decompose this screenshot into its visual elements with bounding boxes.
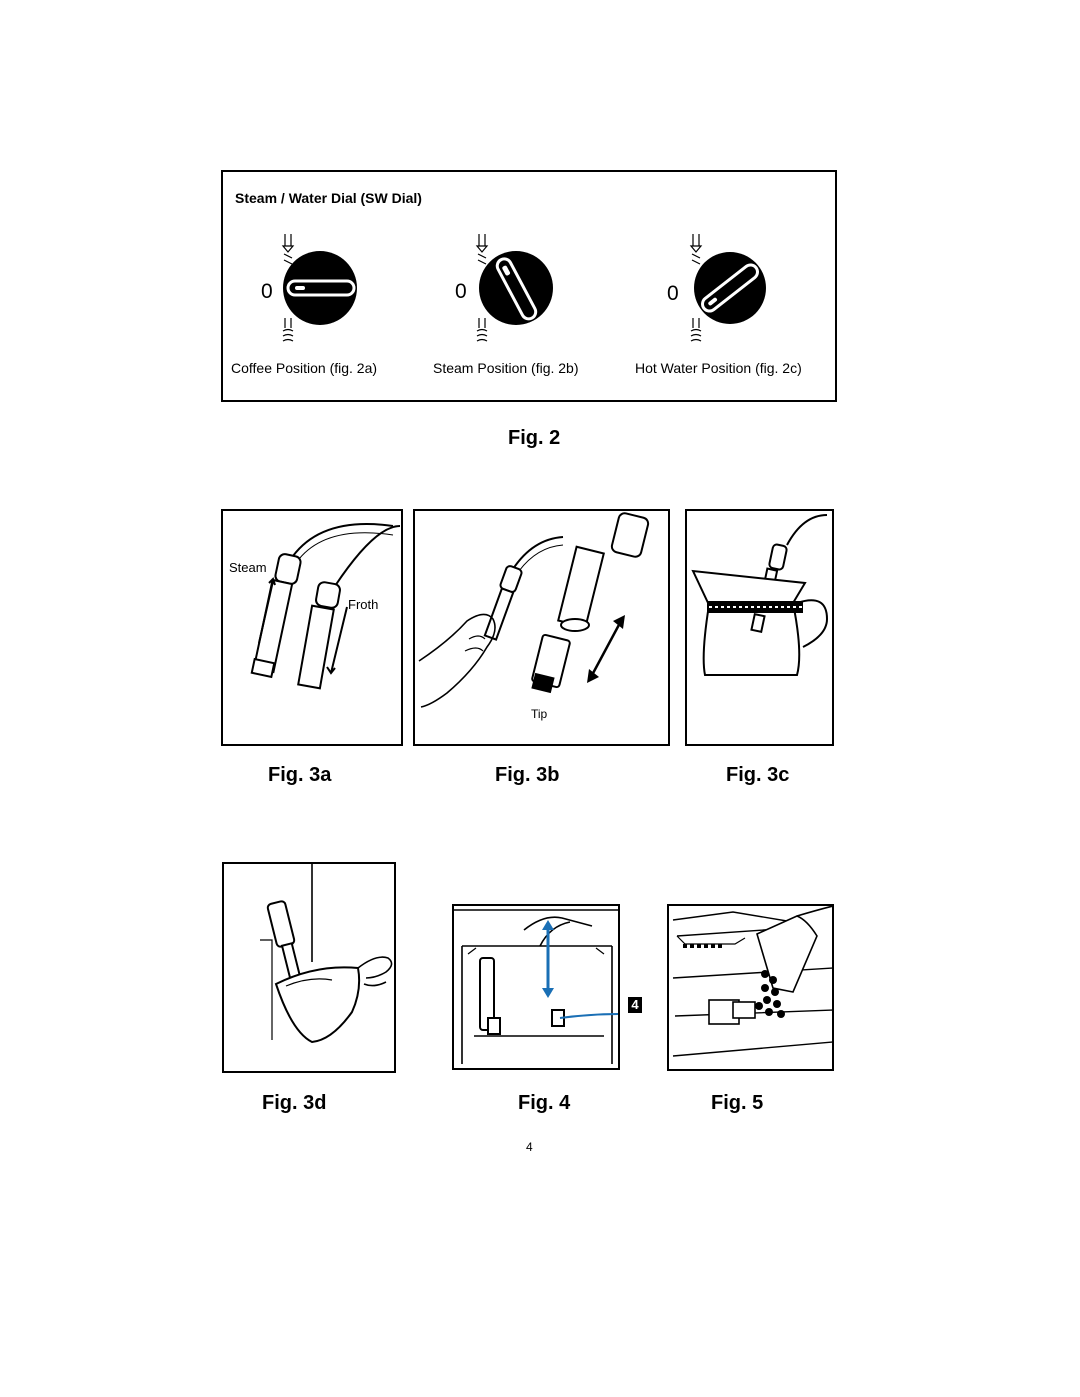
fig-4-caption: Fig. 4 bbox=[518, 1092, 571, 1114]
bean-hopper-illustration bbox=[672, 906, 832, 1057]
dial-zero-mark: 0 bbox=[261, 280, 273, 303]
dial-box-title: Steam / Water Dial (SW Dial) bbox=[235, 190, 422, 206]
dial-zero-mark: 0 bbox=[667, 282, 679, 305]
coffee-dial-icon bbox=[281, 234, 357, 342]
fig-3b-panel: Tip bbox=[413, 509, 670, 746]
fig-5-panel bbox=[667, 904, 834, 1071]
dial-diagram-box: Steam / Water Dial (SW Dial) 0 Coffee Po… bbox=[221, 170, 837, 402]
fig-3b-caption: Fig. 3b bbox=[495, 764, 560, 786]
fig-3a-caption: Fig. 3a bbox=[268, 764, 332, 786]
froth-label: Froth bbox=[348, 597, 379, 612]
fig-3d-panel bbox=[222, 862, 396, 1073]
water-tank-illustration bbox=[454, 909, 618, 1064]
steam-position-caption: Steam Position (fig. 2b) bbox=[433, 360, 579, 376]
steam-wand-illustration bbox=[250, 523, 401, 690]
fig-2-caption: Fig. 2 bbox=[508, 427, 561, 449]
steam-dial-icon bbox=[475, 234, 553, 342]
coffee-position-caption: Coffee Position (fig. 2a) bbox=[231, 360, 378, 376]
wand-in-jug-illustration bbox=[260, 864, 393, 1044]
fig-4-callout-badge: 4 bbox=[628, 997, 642, 1013]
fig-3c-panel bbox=[685, 509, 834, 746]
hot-water-dial-icon bbox=[689, 234, 766, 342]
fig-3d-caption: Fig. 3d bbox=[262, 1092, 327, 1114]
tip-label: Tip bbox=[531, 707, 548, 721]
hot-water-position-caption: Hot Water Position (fig. 2c) bbox=[635, 360, 802, 376]
fig-4-panel bbox=[452, 904, 620, 1070]
page-number: 4 bbox=[526, 1140, 533, 1154]
fig-3a-panel: Steam Froth bbox=[221, 509, 403, 746]
wand-tip-removal-illustration bbox=[418, 512, 650, 708]
dial-zero-mark: 0 bbox=[455, 280, 467, 303]
frothing-jug-illustration bbox=[691, 514, 829, 676]
fig-3c-caption: Fig. 3c bbox=[726, 764, 790, 786]
fig-5-caption: Fig. 5 bbox=[711, 1092, 764, 1114]
steam-label: Steam bbox=[229, 560, 267, 575]
